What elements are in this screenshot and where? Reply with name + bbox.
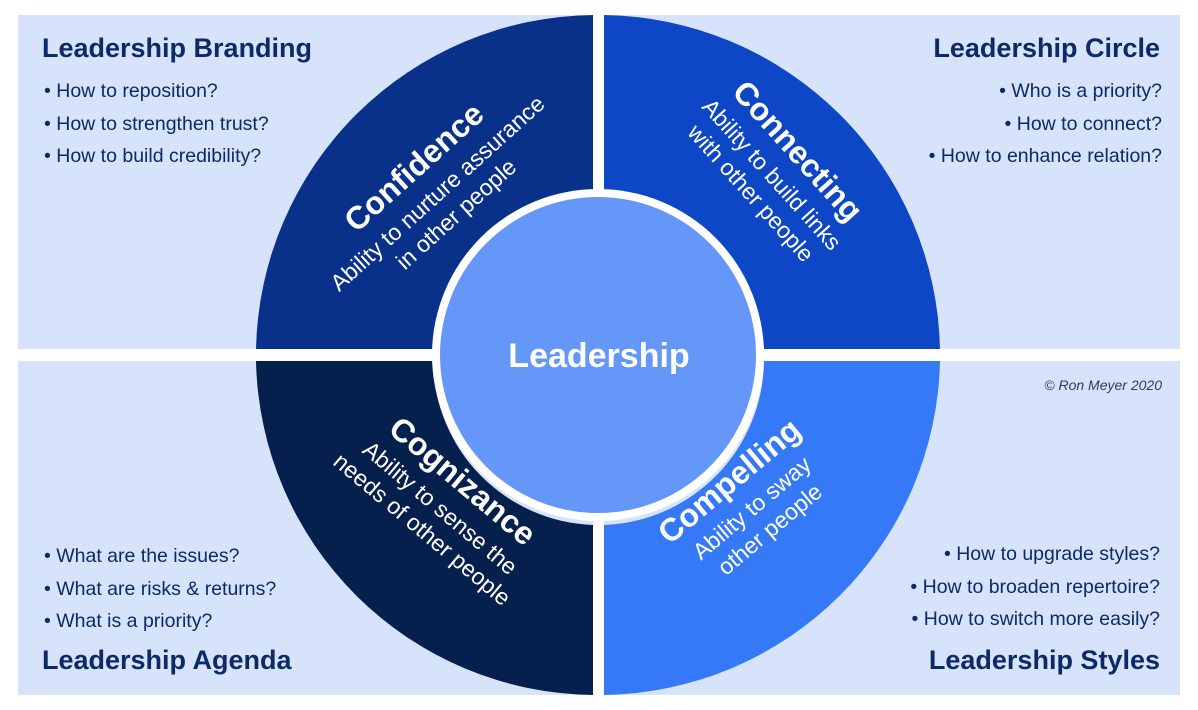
agenda-heading: Leadership Agenda — [42, 645, 292, 675]
copyright-notice: © Ron Meyer 2020 — [1044, 377, 1162, 393]
agenda-question: What are the issues? — [44, 540, 276, 573]
cognizance-segment — [256, 361, 593, 695]
agenda-question: What are risks & returns? — [44, 573, 276, 606]
connecting-segment — [604, 15, 940, 349]
agenda-question-list: What are the issues? What are risks & re… — [44, 540, 276, 638]
branding-heading: Leadership Branding — [42, 33, 313, 63]
circle-question: Who is a priority? — [929, 75, 1162, 108]
circle-question: How to enhance relation? — [929, 140, 1162, 173]
circle-question-list: Who is a priority? How to connect? How t… — [929, 75, 1162, 173]
center-circle — [440, 197, 756, 513]
circle-heading: Leadership Circle — [933, 33, 1160, 63]
styles-question: How to broaden repertoire? — [910, 571, 1160, 604]
agenda-question: What is a priority? — [44, 605, 276, 638]
branding-question: How to reposition? — [44, 75, 269, 108]
center-label: Leadership — [508, 337, 689, 375]
styles-question-list: How to upgrade styles? How to broaden re… — [910, 538, 1160, 636]
branding-question-list: How to reposition? How to strengthen tru… — [44, 75, 269, 173]
styles-question: How to upgrade styles? — [910, 538, 1160, 571]
branding-question: How to build credibility? — [44, 140, 269, 173]
confidence-segment — [256, 15, 593, 349]
styles-heading: Leadership Styles — [928, 645, 1160, 675]
styles-question: How to switch more easily? — [910, 603, 1160, 636]
compelling-segment — [604, 361, 940, 695]
circle-question: How to connect? — [929, 108, 1162, 141]
branding-question: How to strengthen trust? — [44, 108, 268, 141]
